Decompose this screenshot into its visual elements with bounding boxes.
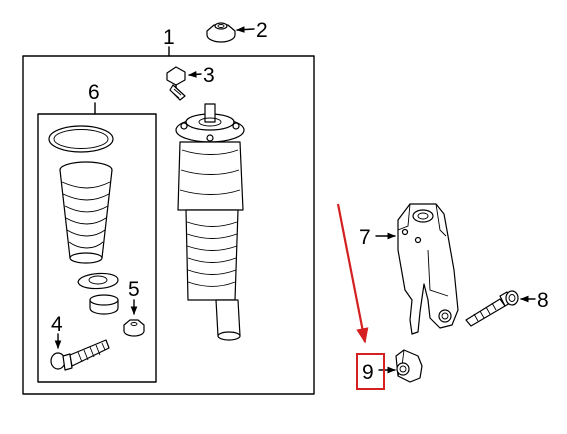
- clip-nut-part-9: [395, 349, 423, 383]
- highlight-pointer-arrow: [336, 203, 369, 344]
- air-strut-part-1: [175, 103, 245, 341]
- bolt-part-4: [50, 339, 110, 371]
- callout-7-label: 7: [359, 226, 371, 249]
- bolt-part-8: [465, 290, 519, 327]
- callout-2-arrow: [236, 26, 255, 33]
- callout-2-label: 2: [256, 19, 268, 42]
- bolt-part-3: [166, 66, 186, 101]
- callout-9-label: 9: [362, 361, 374, 384]
- flange-nut-part-5: [123, 319, 145, 337]
- callout-3-label: 3: [203, 64, 215, 87]
- callout-6-label: 6: [88, 81, 100, 104]
- seal-ring-part-6: [48, 125, 114, 153]
- nut-part-2: [206, 22, 236, 43]
- callout-4-label: 4: [51, 313, 63, 336]
- callout-3-arrow: [188, 71, 202, 78]
- callout-5-label: 5: [128, 278, 140, 301]
- strut-bracket-part-7: [397, 203, 459, 335]
- callout-8-label: 8: [537, 289, 549, 312]
- callout-9-highlight-box: [356, 353, 385, 390]
- spring-seat-part-6: [77, 272, 119, 290]
- callout-1-label: 1: [163, 26, 175, 49]
- dust-boot-part-6: [59, 161, 113, 264]
- kit-box: [37, 113, 157, 383]
- bump-stop-ring-part-6: [89, 294, 119, 315]
